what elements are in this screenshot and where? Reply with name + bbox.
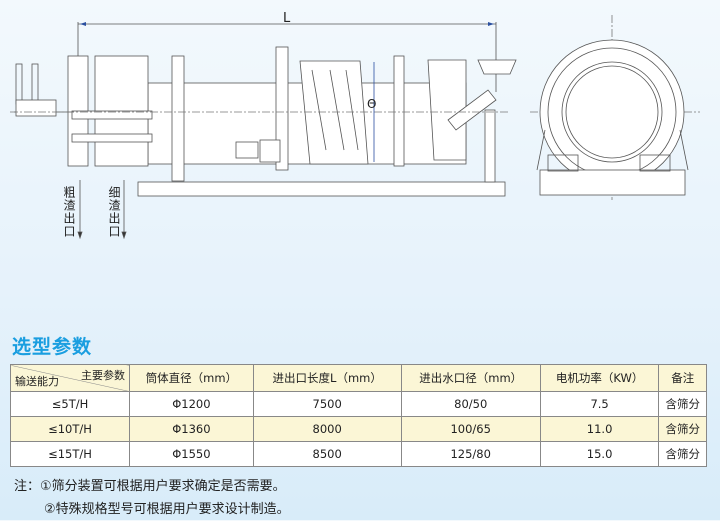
diameter-symbol: Θ	[367, 97, 376, 111]
table-cell: 7500	[252, 391, 402, 417]
note-item: ②特殊规格型号可根据用户要求设计制造。	[44, 502, 290, 517]
coarse-slag-outlet-label: 粗渣出口	[62, 186, 76, 238]
table-cell: 8500	[252, 441, 402, 467]
column-header: 备注	[658, 364, 707, 392]
dimension-label: L	[283, 11, 291, 26]
table-cell: 125/80	[400, 441, 541, 467]
table-cell: Φ1360	[129, 416, 254, 442]
end-view	[530, 15, 700, 200]
table-cell: 8000	[252, 416, 402, 442]
table-cell: 含筛分	[658, 441, 707, 467]
notes: 注：①筛分装置可根据用户要求确定是否需要。 ②特殊规格型号可根据用户要求设计制造…	[14, 475, 290, 521]
column-header: 进出口长度L（mm）	[252, 364, 402, 392]
table-cell: ≤10T/H	[10, 416, 130, 442]
notes-prefix: 注：	[14, 479, 41, 494]
table-cell: ≤15T/H	[10, 441, 130, 467]
table-cell: Φ1550	[129, 441, 254, 467]
table-cell: 100/65	[400, 416, 541, 442]
table-cell: Φ1200	[129, 391, 254, 417]
table-cell: 含筛分	[658, 391, 707, 417]
column-header: 筒体直径（mm）	[129, 364, 254, 392]
table-cell: 80/50	[400, 391, 541, 417]
table-cell: 含筛分	[658, 416, 707, 442]
table-cell: 11.0	[539, 416, 660, 442]
spec-table: 主要参数 输送能力 筒体直径（mm） 进出口长度L（mm） 进出水口径（mm） …	[10, 364, 707, 467]
fine-slag-outlet-label: 细渣出口	[107, 186, 121, 238]
table-cell: 15.0	[539, 441, 660, 467]
section-title: 选型参数	[12, 336, 93, 358]
table-cell: 7.5	[539, 391, 660, 417]
corner-header: 主要参数 输送能力	[10, 364, 130, 392]
corner-top-label: 主要参数	[81, 369, 125, 382]
note-item: ①筛分装置可根据用户要求确定是否需要。	[40, 479, 286, 494]
column-header: 进出水口径（mm）	[400, 364, 541, 392]
table-cell: ≤5T/H	[10, 391, 130, 417]
column-header: 电机功率（KW）	[539, 364, 660, 392]
machine-diagram: L Θ	[10, 11, 700, 240]
table-header-row: 主要参数 输送能力 筒体直径（mm） 进出口长度L（mm） 进出水口径（mm） …	[10, 364, 707, 392]
side-view: L Θ	[10, 11, 517, 240]
corner-bottom-label: 输送能力	[15, 375, 59, 388]
